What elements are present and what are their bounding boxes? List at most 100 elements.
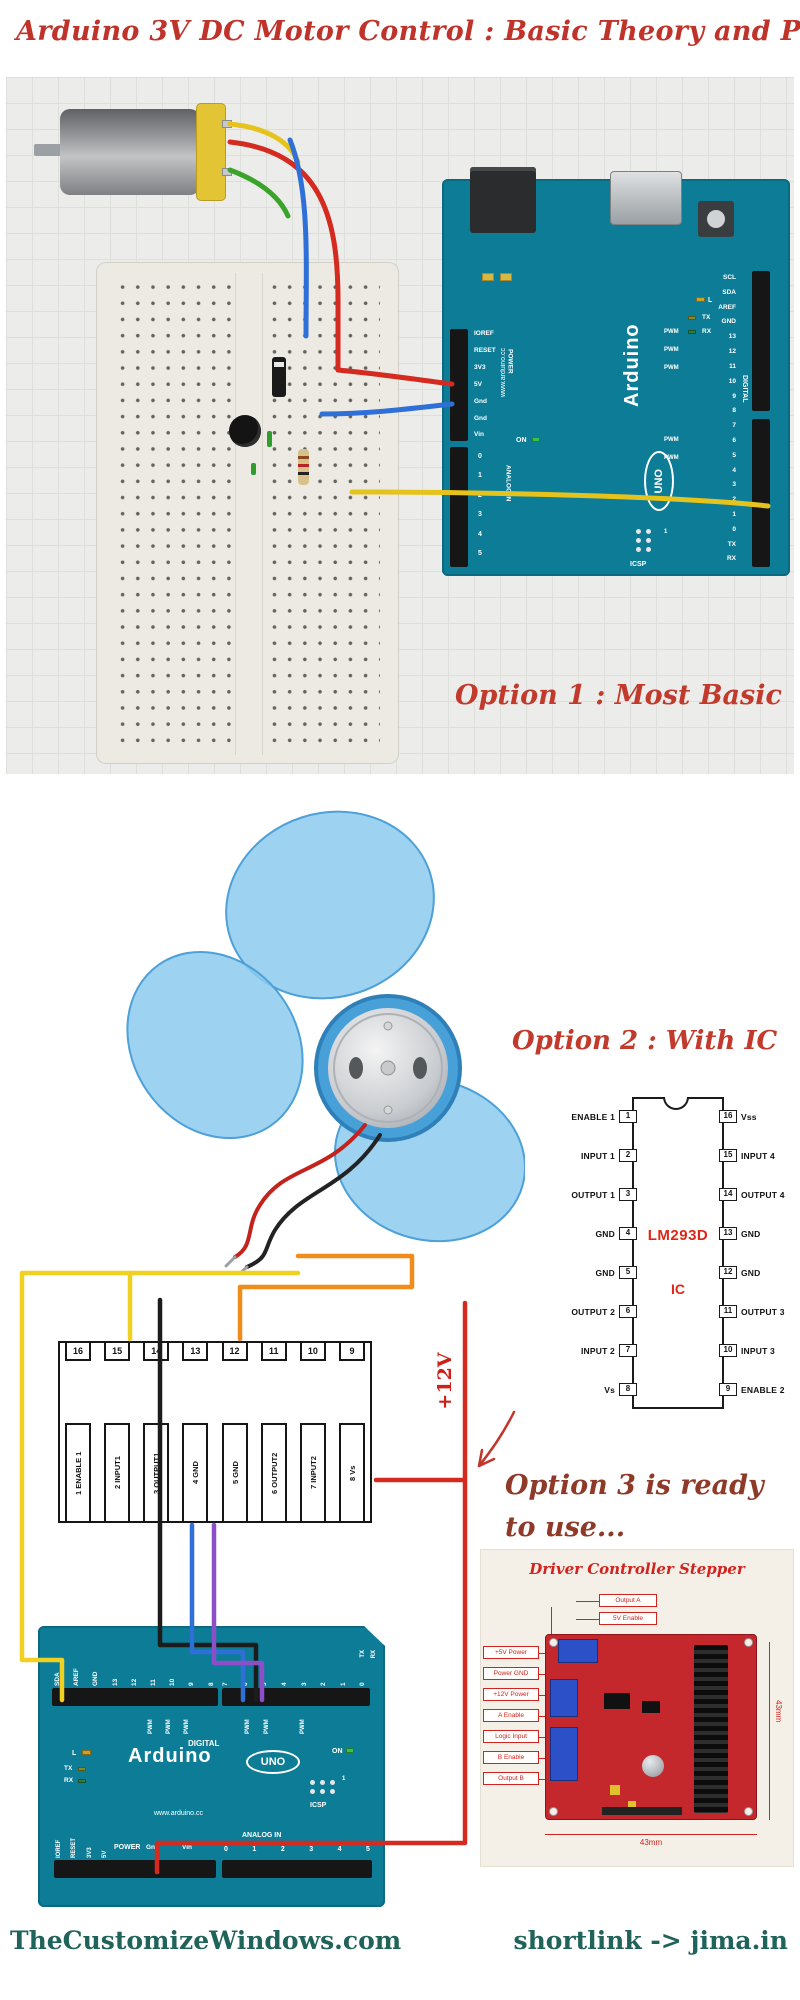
resistor-band: [298, 472, 309, 475]
pin-label: 2: [478, 491, 482, 499]
mounting-hole: [744, 1638, 753, 1647]
breadboard-channel: [235, 273, 263, 755]
driver-label: +12V Power: [483, 1688, 547, 1701]
pin-number: 12: [221, 1341, 248, 1361]
pin-label: 8: [732, 407, 736, 415]
mounting-hole: [744, 1807, 753, 1816]
pin-header-digital: [752, 271, 770, 411]
pwm-label: PWM: [264, 1719, 270, 1734]
footer-site: TheCustomizeWindows.com: [10, 1926, 402, 1955]
on-led: [346, 1748, 354, 1753]
ic-pin-row: OUTPUT 1 3: [540, 1175, 637, 1214]
pin-strip: [602, 1807, 682, 1815]
pin-label: 7 INPUT2: [299, 1423, 326, 1523]
driver-label: Logic Input: [483, 1730, 547, 1743]
icsp-pin: [310, 1780, 315, 1785]
ic-pin-number: 8: [619, 1383, 637, 1396]
pin-label: 3: [309, 1846, 314, 1853]
pin-label: 13: [728, 333, 736, 341]
pin-label: 2: [732, 496, 736, 504]
pin-number: 14: [143, 1341, 170, 1361]
uno-badge: UNO: [644, 451, 674, 511]
dimension-label-width: 43mm: [639, 1838, 663, 1847]
pin-label: 1: [478, 472, 482, 480]
pin-label: 5V: [474, 380, 482, 388]
fan-motor-image: [126, 810, 525, 1275]
ic-pin-number: 4: [619, 1227, 637, 1240]
tx-label: TX: [360, 1650, 366, 1658]
capacitor: [610, 1785, 620, 1795]
jumper-wire-green: [251, 463, 256, 475]
terminal-block: [550, 1679, 578, 1717]
pwm-label: PWM: [166, 1719, 172, 1734]
ic-pin-row: 15 INPUT 4: [719, 1136, 798, 1175]
ic-pin-label: GND: [741, 1228, 761, 1239]
pin-label: 12: [130, 1678, 138, 1686]
tx-led: [78, 1767, 86, 1771]
resistor-band: [298, 456, 309, 459]
driver-label: Power GND: [483, 1667, 547, 1680]
pin-label: Gnd: [474, 397, 487, 405]
ic-pin-row: INPUT 2 7: [540, 1331, 637, 1370]
model-text: UNO: [260, 1755, 286, 1768]
pin-label: 3: [732, 481, 736, 489]
pin-label: IOREF: [56, 1839, 62, 1858]
pin-number: 11: [260, 1341, 287, 1361]
capacitor: [482, 273, 494, 281]
pin-label: 3V3: [474, 363, 486, 371]
ic-pin-number: 7: [619, 1344, 637, 1357]
pin-label: 4: [280, 1682, 288, 1686]
pin-label: 9: [732, 392, 736, 400]
pin-label: 4: [478, 530, 482, 538]
resistor-component: [298, 449, 309, 485]
icsp-pin: [330, 1780, 335, 1785]
ic-pin-number: 12: [719, 1266, 737, 1279]
capacitor: [500, 273, 512, 281]
icsp-label: ICSP: [310, 1802, 327, 1809]
usb-connector: [470, 167, 536, 233]
on-led: [532, 437, 540, 442]
icsp-pin: [330, 1789, 335, 1794]
ic-pin-label: OUTPUT 3: [741, 1306, 785, 1317]
pin-label: 0: [359, 1682, 367, 1686]
breadboard: [96, 262, 399, 764]
motor-terminal: [222, 120, 232, 128]
pin-label: SCL: [723, 274, 736, 281]
ic-pin-label: OUTPUT 4: [741, 1189, 785, 1200]
dimension-line-vertical: [769, 1642, 770, 1820]
pin-label: 3: [478, 511, 482, 519]
chip-name: LM293D: [647, 1227, 709, 1244]
pin-label: Vin: [182, 1844, 192, 1851]
diode-stripe: [274, 362, 284, 367]
terminal-block: [550, 1727, 578, 1781]
ic-pin-number: 6: [619, 1305, 637, 1318]
tx-led: [688, 316, 696, 320]
motor-terminal: [222, 168, 232, 176]
resistor-band: [298, 464, 309, 467]
pin-header-digital: [222, 1688, 370, 1706]
transistor-component: [229, 415, 261, 447]
pin-label: 3: [300, 1682, 308, 1686]
pin-label: 9: [188, 1682, 196, 1686]
dimension-line-horizontal: [545, 1834, 757, 1835]
pin-label: 5 GND: [221, 1423, 248, 1523]
rx-led: [688, 330, 696, 334]
pin-header-analog: [222, 1860, 372, 1878]
pin-label: 10: [169, 1678, 177, 1686]
ic-pin-row: GND 5: [540, 1253, 637, 1292]
ic-pin-row: 16 Vss: [719, 1097, 798, 1136]
ic-pin-number: 13: [719, 1227, 737, 1240]
reset-button: [698, 201, 734, 237]
pin1-mark: 1: [342, 1776, 346, 1782]
pin-label: 1: [339, 1682, 347, 1686]
pwm-label: PWM: [664, 365, 679, 371]
ic-pin-number: 5: [619, 1266, 637, 1279]
ic-pin-number: 16: [719, 1110, 737, 1123]
led-l-label: L: [708, 297, 713, 304]
icsp-pin: [636, 547, 641, 552]
